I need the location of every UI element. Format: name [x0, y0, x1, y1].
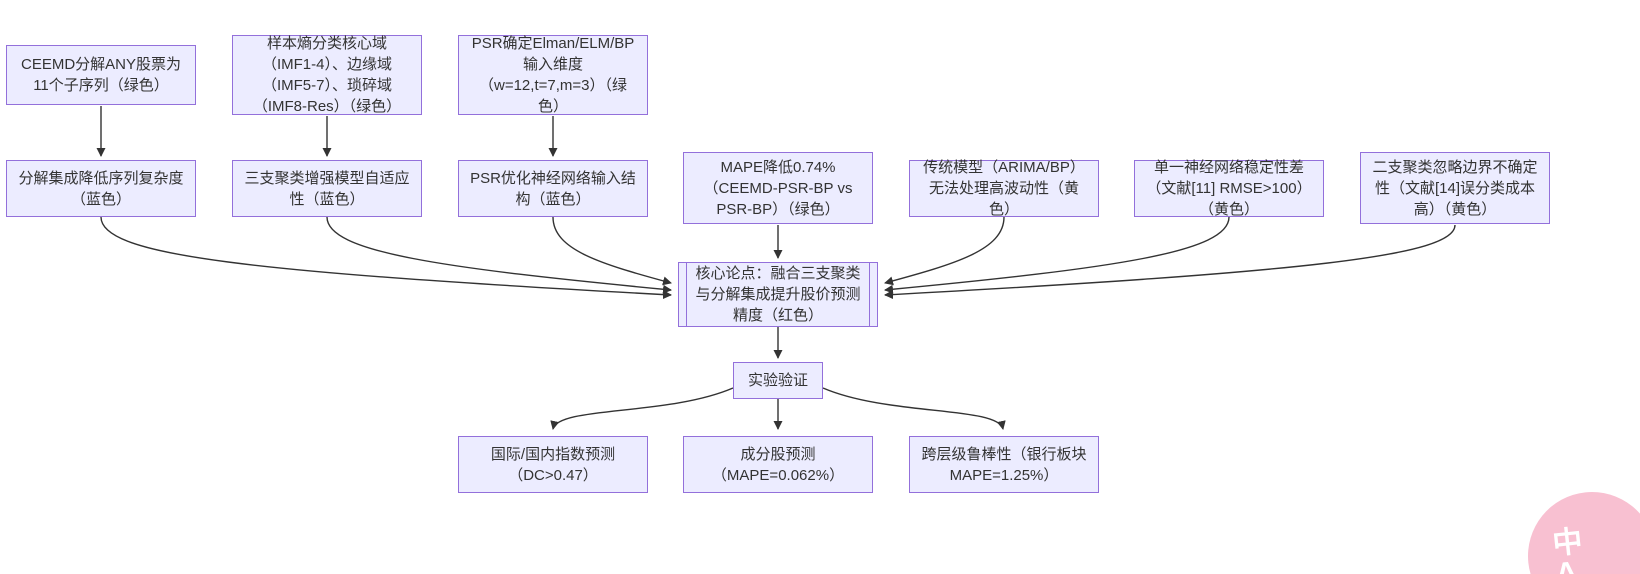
node-index-prediction: 国际/国内指数预测（DC>0.47）	[458, 436, 648, 493]
node-ceemd-decompose: CEEMD分解ANY股票为11个子序列（绿色）	[6, 45, 196, 105]
node-psr-input-dimension: PSR确定Elman/ELM/BP输入维度（w=12,t=7,m=3）（绿色）	[458, 35, 648, 115]
edge-b7-core	[884, 224, 1456, 300]
edge-exp-e3	[822, 387, 1006, 430]
assistant-logo-badge[interactable]: 中 A	[1521, 485, 1640, 574]
node-cross-level-robustness: 跨层级鲁棒性（银行板块 MAPE=1.25%）	[909, 436, 1099, 493]
node-three-way-clustering-blue: 三支聚类增强模型自适应性（蓝色）	[232, 160, 422, 217]
node-psr-optimize-blue: PSR优化神经网络输入结构（蓝色）	[458, 160, 648, 217]
node-decomposition-ensemble-blue: 分解集成降低序列复杂度（蓝色）	[6, 160, 196, 217]
logo-glyph-line2: A	[1553, 555, 1580, 574]
edge-b5-core	[884, 216, 1005, 286]
node-sample-entropy-domains: 样本熵分类核心域（IMF1-4）、边缘域（IMF5-7）、琐碎域（IMF8-Re…	[232, 35, 422, 115]
node-mape-reduction-green: MAPE降低0.74%（CEEMD-PSR-BP vs PSR-BP）（绿色）	[683, 152, 873, 224]
node-single-nn-instability-yellow: 单一神经网络稳定性差（文献[11] RMSE>100）（黄色）	[1134, 159, 1324, 218]
edge-b2-core	[326, 216, 672, 294]
edge-b3-core	[552, 216, 672, 286]
edge-b1-core	[100, 216, 672, 300]
logo-glyph-line1: 中	[1550, 524, 1586, 561]
node-constituent-stock-prediction: 成分股预测（MAPE=0.062%）	[683, 436, 873, 493]
node-core-thesis: 核心论点：融合三支聚类与分解集成提升股价预测精度（红色）	[678, 262, 878, 327]
node-two-way-clustering-yellow: 二支聚类忽略边界不确定性（文献[14]误分类成本高）（黄色）	[1360, 152, 1550, 224]
node-traditional-models-yellow: 传统模型（ARIMA/BP）无法处理高波动性（黄色）	[909, 159, 1099, 218]
node-experiment-validation: 实验验证	[733, 362, 823, 399]
edge-exp-e1	[550, 387, 734, 430]
edge-b6-core	[884, 216, 1230, 294]
